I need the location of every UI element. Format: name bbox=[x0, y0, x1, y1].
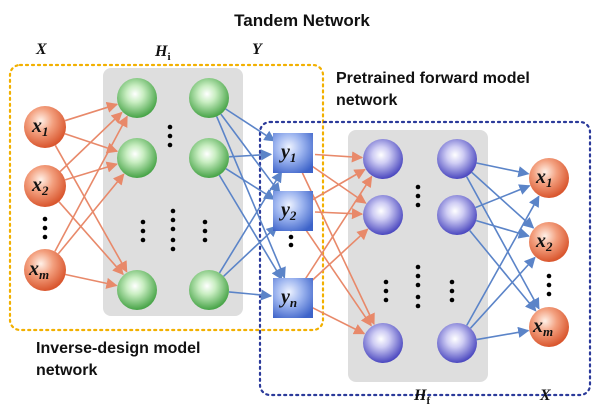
connection-arrow bbox=[57, 173, 125, 255]
y-node-y1-label: y1 bbox=[279, 141, 296, 165]
output-node-x1 bbox=[529, 158, 569, 198]
forward-hidden-layer bbox=[363, 139, 477, 363]
inverse-output-connections bbox=[215, 108, 286, 301]
hidden-forward-label: Hf bbox=[413, 387, 430, 407]
inverse-model-box bbox=[8, 63, 325, 332]
connection-arrow bbox=[475, 219, 530, 239]
y-node-y2-label: y2 bbox=[279, 199, 297, 223]
connection-arrow bbox=[465, 176, 540, 310]
input-node-x2-label: x2 bbox=[31, 174, 49, 198]
input-node-xm-label: xm bbox=[28, 258, 49, 282]
forward-output-layer: x1 x2 xm bbox=[529, 158, 569, 347]
connection-arrow bbox=[466, 195, 540, 326]
connection-arrow bbox=[308, 228, 369, 284]
connection-arrow bbox=[220, 113, 281, 195]
y-node-y2 bbox=[273, 191, 313, 231]
hidden-node bbox=[189, 270, 229, 310]
inverse-caption-line2: network bbox=[36, 362, 97, 379]
output-node-x2-label: x2 bbox=[535, 230, 553, 254]
connection-arrow bbox=[59, 111, 123, 173]
output-node-x2 bbox=[529, 222, 569, 262]
connection-arrow bbox=[215, 116, 286, 279]
output-x-label: X bbox=[539, 387, 551, 404]
hidden-node bbox=[189, 78, 229, 118]
input-x-label: X bbox=[35, 41, 47, 58]
connection-arrow bbox=[223, 225, 278, 277]
hidden-node bbox=[363, 195, 403, 235]
y-node-yn-label: yn bbox=[279, 286, 297, 310]
connection-arrow bbox=[469, 229, 537, 312]
hidden-node bbox=[117, 78, 157, 118]
forward-input-connections bbox=[301, 151, 375, 335]
connection-arrow bbox=[475, 184, 531, 209]
inverse-input-layer: x1 x2 xm bbox=[24, 106, 66, 291]
connection-arrow bbox=[54, 115, 128, 252]
forward-hidden-panel bbox=[348, 130, 488, 382]
connection-arrow bbox=[218, 170, 283, 274]
hidden-node bbox=[189, 138, 229, 178]
connection-arrow bbox=[218, 174, 283, 281]
connection-arrow bbox=[304, 228, 372, 327]
hidden-inverse-label: Hi bbox=[154, 43, 171, 63]
connection-arrow bbox=[225, 168, 276, 200]
inverse-hidden-layer bbox=[117, 78, 229, 310]
connection-arrow bbox=[58, 201, 124, 276]
input-node-xm bbox=[24, 249, 66, 291]
input-node-x1 bbox=[24, 106, 66, 148]
output-node-xm-label: xm bbox=[532, 315, 553, 339]
inverse-caption-line1: Inverse-design model bbox=[36, 340, 201, 357]
input-node-x1-label: x1 bbox=[31, 115, 49, 139]
connection-arrow bbox=[476, 162, 530, 178]
inverse-hidden-panel bbox=[103, 68, 243, 316]
connection-arrow bbox=[65, 273, 118, 289]
hidden-node bbox=[437, 323, 477, 363]
output-node-x1-label: x1 bbox=[535, 166, 553, 190]
forward-caption-line2: network bbox=[336, 92, 397, 109]
y-output-layer: y1 y2 yn bbox=[273, 133, 313, 318]
connection-arrow bbox=[471, 171, 535, 229]
connection-arrow bbox=[64, 101, 119, 122]
connection-arrow bbox=[476, 326, 530, 341]
hidden-node bbox=[363, 323, 403, 363]
output-y-label: Y bbox=[252, 41, 263, 58]
inverse-input-connections bbox=[54, 101, 128, 289]
hidden-node bbox=[437, 195, 477, 235]
forward-caption-line1: Pretrained forward model bbox=[336, 70, 530, 87]
connection-arrow bbox=[304, 175, 373, 280]
y-node-y1 bbox=[273, 133, 313, 173]
hidden-node bbox=[117, 138, 157, 178]
connection-arrow bbox=[469, 256, 536, 329]
input-node-x2 bbox=[24, 165, 66, 207]
connection-arrow bbox=[64, 161, 118, 181]
forward-model-box bbox=[258, 120, 592, 397]
output-node-xm bbox=[529, 307, 569, 347]
connection-arrow bbox=[312, 307, 366, 335]
hidden-node bbox=[437, 139, 477, 179]
connection-arrow bbox=[228, 149, 273, 161]
forward-output-connections bbox=[465, 162, 540, 341]
y-node-yn bbox=[273, 278, 313, 318]
connection-arrow bbox=[54, 144, 128, 273]
connection-arrow bbox=[311, 168, 366, 201]
connection-arrow bbox=[228, 289, 273, 301]
connection-arrow bbox=[314, 151, 364, 163]
hidden-node bbox=[117, 270, 157, 310]
connection-arrow bbox=[225, 108, 276, 142]
diagram-title: Tandem Network bbox=[234, 11, 370, 30]
hidden-node bbox=[363, 139, 403, 179]
connection-arrow bbox=[314, 208, 364, 220]
